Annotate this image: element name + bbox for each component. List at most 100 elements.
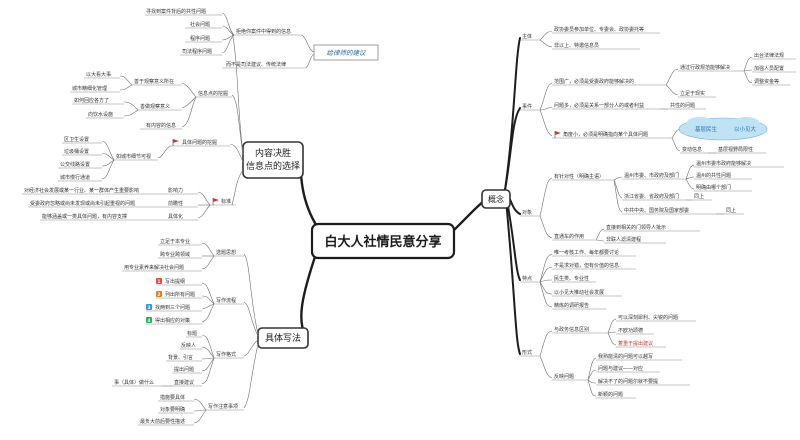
step-num-4: 4 xyxy=(147,318,150,324)
std-label: 标准 xyxy=(221,198,231,205)
step-badge-3 xyxy=(146,304,152,310)
channel-label: 直通车的作用 xyxy=(554,233,584,240)
resp-tag-4: 同上 xyxy=(726,207,736,214)
central-topic-frame xyxy=(310,222,456,260)
notice-item-0: 措施要具体 xyxy=(160,394,185,401)
law-item-0: 寻找到案件背后的共性问题 xyxy=(146,8,206,15)
flag-icon xyxy=(172,139,179,146)
scope-sub-label: 通过行政规范能够解决 xyxy=(680,64,730,71)
intro-item-2: 用专业素养来解决社会问题 xyxy=(124,264,184,271)
format-item-3: 提出问题 xyxy=(174,366,194,373)
lawyer-callout[interactable]: 给律师的建议 xyxy=(313,44,379,61)
cause-sub-label: 如城市细节可视 xyxy=(116,153,151,160)
focus-label: 变动信息 xyxy=(682,146,702,153)
feature-item-3: 以小见大推动社会发展 xyxy=(554,289,604,296)
resp-tag-1: 温州的共性问题 xyxy=(696,172,731,179)
cause-item-0: 区卫生设置 xyxy=(64,136,89,143)
resp-label: 有针对性（明确主语） xyxy=(554,173,604,180)
form-label: 形式 xyxy=(522,349,532,356)
flag-angle-label: 角度小，必须是明确指向某个具体问题 xyxy=(563,131,648,138)
group-label: 问题多，必须是关系一部分人的或者利益 xyxy=(554,102,644,109)
cloud-left-label: 基层民生 xyxy=(695,125,718,133)
info-sub1-label: 善于观察意义所在 xyxy=(134,78,174,85)
resp-item-3: 浙江省委、省政府及部门 xyxy=(624,193,679,200)
target-label: 对象 xyxy=(522,209,532,216)
format-item-0: 标题 xyxy=(187,330,197,337)
format-suggest-label: 直接建议 xyxy=(174,379,194,386)
format-item-1: 反映人 xyxy=(181,342,196,349)
info-sub2-label: 善做观察意义 xyxy=(140,103,170,110)
flow-label: 写作流程 xyxy=(216,297,236,304)
central-topic-title: 白大人社情民意分享 xyxy=(324,234,441,250)
step-text-3: 找两到三个问题 xyxy=(155,304,190,311)
content-topic-frame[interactable] xyxy=(242,141,304,179)
diff-item-1: 不欧功颂德 xyxy=(618,327,643,334)
branch-concept: 概念 主体 政协委员参加单位、专委会、政协委托等 非以上、特邀信息员 事件 范围… xyxy=(481,26,796,399)
resp-item-0: 温州市委、市政府及部门 xyxy=(624,172,679,179)
flow-step-2: 2 列出所有问题 xyxy=(156,291,202,299)
format-suggest-src: 事（具体）做什么 xyxy=(114,379,154,386)
scope-note: 共性的问题 xyxy=(670,102,695,109)
feature-label: 特点 xyxy=(522,275,532,282)
feature-item-1: 不是求对错，但有价值的信息 xyxy=(554,262,619,269)
resp-tag-3: 同上 xyxy=(694,193,704,200)
feature-item-4: 精炼的调研报告 xyxy=(554,302,589,309)
step-num-3: 3 xyxy=(147,305,150,311)
resp-tag-0: 温州市委市政府能够解决 xyxy=(696,160,751,167)
cause-item-2: 公交线路设置 xyxy=(60,161,90,168)
central-topic[interactable]: 白大人社情民意分享 xyxy=(310,222,456,260)
subject-item-1: 非以上、特邀信息员 xyxy=(554,42,599,49)
notice-item-2: 最负大前后要性描述 xyxy=(140,418,185,425)
diff-item-0: 可以深刻犀利、尖锐的问题 xyxy=(618,314,678,321)
info-sub2-item-1: 向饮水设施 xyxy=(88,111,113,118)
info-single: 有内容的信息 xyxy=(146,122,176,129)
reflect-item-1: 问题与建议——对应 xyxy=(598,365,643,372)
intro-item-0: 立足于本专业 xyxy=(160,238,190,245)
cause-item-1: 垃圾桶设置 xyxy=(64,148,89,155)
law-note: 而不是司法建议、传统法律 xyxy=(226,61,286,68)
flow-step-4: 4 得出相应的对策 xyxy=(146,317,202,325)
notice-label: 写作注意事项 xyxy=(208,403,238,410)
writing-topic-frame[interactable] xyxy=(257,327,309,349)
scope-sub-item-2: 调整资金等 xyxy=(754,78,779,85)
issue-label: 事件 xyxy=(522,103,532,110)
concept-topic-frame[interactable] xyxy=(481,189,511,209)
reflect-item-2: 解决不了的问题尔就不要提 xyxy=(598,378,658,385)
cloud-puff xyxy=(686,117,714,131)
subject-label: 主体 xyxy=(522,33,532,40)
format-label: 写作格式 xyxy=(216,351,236,358)
std-tag-0: 影响力 xyxy=(168,187,183,194)
feature-item-0: 唯一考核工作、每年都要讨论 xyxy=(554,249,619,256)
concept-topic-title: 概念 xyxy=(488,194,504,204)
notice-item-1: 对象要明确 xyxy=(160,406,185,413)
intro-label: 选题思想 xyxy=(216,249,236,256)
format-item-2: 背景、引言 xyxy=(168,354,193,361)
diff-label: 与政务信息区别 xyxy=(554,326,589,333)
step-text-4: 得出相应的对策 xyxy=(155,317,190,324)
flag-icon xyxy=(212,198,219,205)
info-sub2-item-0: 如何回应各方了 xyxy=(74,97,109,104)
law-label: 拒绝你案件中得到的信息 xyxy=(236,28,291,35)
focus-cloud[interactable]: 基层民生 以小见大 xyxy=(678,117,768,141)
channel-item-0: 直接到相关的门领导人批示 xyxy=(606,224,666,231)
flag-icon xyxy=(554,131,561,138)
std-tag-2: 具体化 xyxy=(168,213,183,220)
law-item-3: 司法程序问题 xyxy=(182,48,212,55)
reflect-item-0: 我熟能清的问题可以越写 xyxy=(598,353,653,360)
resp-item-4: 中共中央、国务院及国家部委 xyxy=(624,207,689,214)
focus-tag: 基层视野局限性 xyxy=(718,146,753,153)
reflect-item-3: 新颖的问题 xyxy=(598,391,623,398)
step-badge-4 xyxy=(146,317,152,323)
subject-item-0: 政协委员参加单位、专委会、政协委托等 xyxy=(554,26,644,33)
std-item-0: 对经济社会发展或某一行业、某一群体产生重要影响 xyxy=(24,187,139,194)
reflect-label: 反映问题 xyxy=(554,373,574,380)
cause-label: 具体问题的挖掘 xyxy=(182,139,217,146)
step-text-1: 写出提纲 xyxy=(165,278,185,285)
branch-writing: 具体写法 选题思想 立足于本专业 跨专业跨领域 用专业素养来解决社会问题 写作流… xyxy=(112,238,309,426)
scope-second: 立足于现实 xyxy=(680,90,705,97)
flow-step-1: 1 写出提纲 xyxy=(156,278,202,286)
cloud-right-label: 以小见大 xyxy=(734,125,757,133)
law-item-1: 社会问题 xyxy=(190,21,210,28)
std-tag-1: 前瞻性 xyxy=(168,200,183,207)
